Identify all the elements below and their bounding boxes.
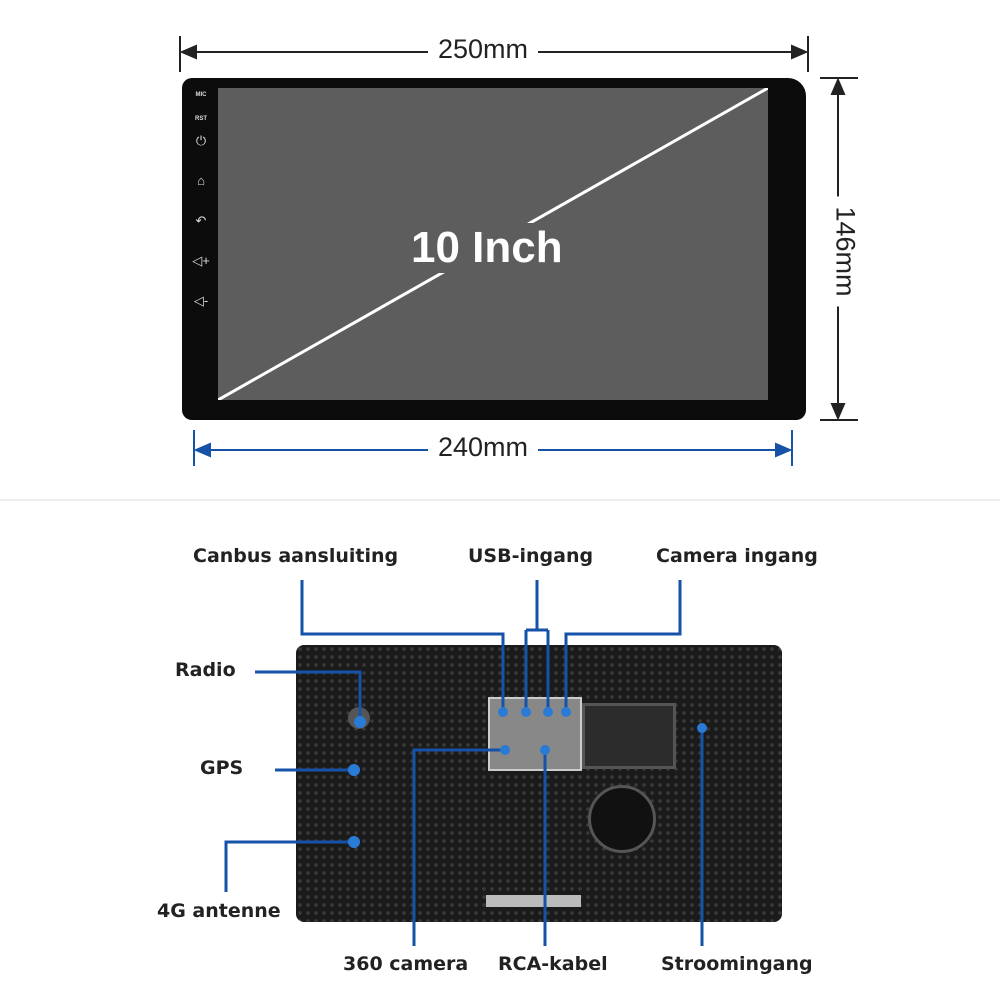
label-radio: Radio xyxy=(175,659,236,681)
label-rca: RCA-kabel xyxy=(498,953,608,975)
touch-screen: 10 Inch xyxy=(218,88,768,400)
label-sticker xyxy=(486,895,581,907)
label-360-camera: 360 camera xyxy=(343,953,469,975)
power-connector xyxy=(582,703,676,769)
label-gps: GPS xyxy=(200,757,244,779)
fan-icon xyxy=(588,785,656,853)
label-usb: USB-ingang xyxy=(468,545,594,567)
back-icon[interactable]: ↶ xyxy=(195,213,207,228)
screen-size-label: 10 Inch xyxy=(403,223,571,273)
home-icon[interactable]: ⌂ xyxy=(197,173,205,188)
label-power: Stroomingang xyxy=(661,953,813,975)
mic-label: MIC xyxy=(195,92,207,98)
rst-label: RST xyxy=(195,116,207,122)
width-bottom-label: 240mm xyxy=(428,432,539,463)
volume-down-icon[interactable]: ◁- xyxy=(193,293,209,308)
label-canbus: Canbus aansluiting xyxy=(193,545,399,567)
label-camera: Camera ingang xyxy=(656,545,818,567)
label-4g-antenna: 4G antenne xyxy=(157,900,281,922)
volume-up-icon[interactable]: ◁+ xyxy=(192,253,210,268)
width-top-label: 250mm xyxy=(428,34,539,65)
power-icon[interactable]: ⏻ xyxy=(195,133,207,148)
